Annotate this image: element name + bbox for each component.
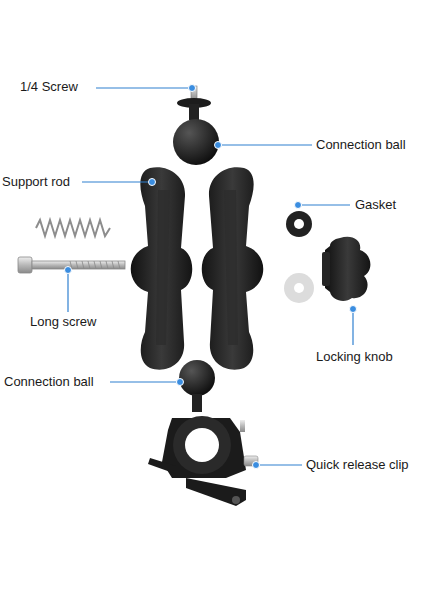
support-rod-arms [131,167,264,369]
leader-dots [65,85,357,469]
part-label: Gasket [355,197,396,213]
part-label: Connection ball [316,137,406,153]
long-screw [18,257,125,273]
part-label: 1/4 Screw [20,79,78,95]
part-label: Quick release clip [306,457,409,473]
locking-knob [322,237,370,301]
part-label: Locking knob [316,349,393,365]
spring [36,220,110,236]
gaskets [284,211,314,303]
part-label: Support rod [2,174,70,190]
part-label: Long screw [30,314,96,330]
part-label: Connection ball [4,374,94,390]
leader-lines [68,88,353,465]
top-screw-ball [173,86,219,165]
